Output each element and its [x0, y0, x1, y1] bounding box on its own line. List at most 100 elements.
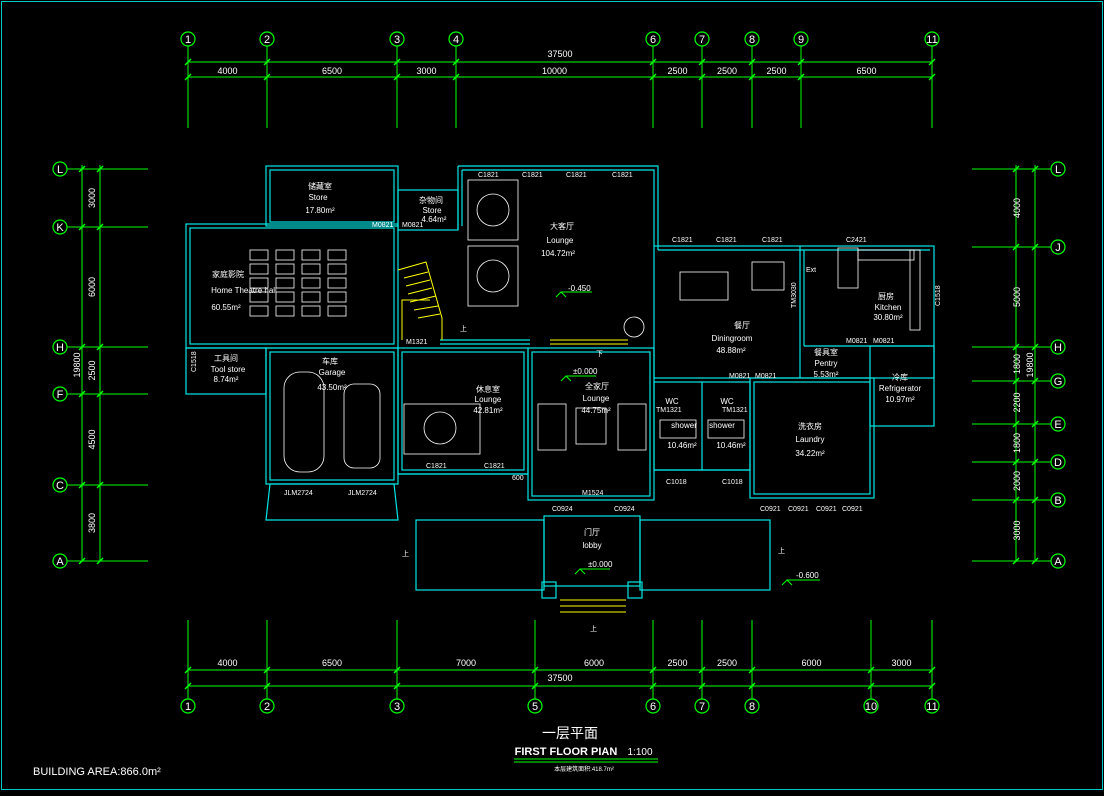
dim-top-seg-7: 6500 — [856, 66, 876, 76]
tag-c0924-b: C0924 — [614, 506, 635, 513]
svg-text:B: B — [1054, 495, 1061, 507]
theatre-en: Home Theatre hall — [211, 286, 277, 295]
svg-text:6: 6 — [650, 701, 656, 713]
tag-m1524: M1524 — [582, 490, 604, 497]
laundry-area: 34.22m² — [795, 449, 825, 458]
svg-text:A: A — [1054, 556, 1062, 568]
svg-text:1: 1 — [185, 701, 191, 713]
tag-c0921-a: C0921 — [760, 506, 781, 513]
tag-c1821-a: C1821 — [478, 172, 499, 179]
dim-right-seg-2: 1800 — [1012, 354, 1022, 374]
tag-c0924-a: C0924 — [552, 506, 573, 513]
family-cn: 全家厅 — [585, 381, 609, 391]
tag-c2421: C2421 — [846, 237, 867, 244]
refrig-area: 10.97m² — [885, 395, 915, 404]
svg-text:6: 6 — [650, 34, 656, 46]
grid-bubble-right-G: G — [1050, 373, 1066, 389]
tag-tm1321-b: TM1321 — [722, 407, 748, 414]
tag-m0821-b: M0821 — [402, 222, 424, 229]
store1-en: Store — [308, 193, 328, 202]
leisure-area: 42.81m² — [473, 406, 503, 415]
dim-right-seg-4: 1800 — [1012, 433, 1022, 453]
level-marks: -0.450 ±0.000 ±0.000 -0.600 — [568, 284, 819, 580]
svg-text:3: 3 — [394, 701, 400, 713]
grid-bubble-bottom-6: 6 — [645, 698, 661, 714]
dim-left-total: 19800 — [72, 352, 82, 377]
svg-text:J: J — [1055, 242, 1061, 254]
svg-text:11: 11 — [926, 34, 937, 46]
dim-left-seg-0: 3000 — [87, 188, 97, 208]
wc1-label: WC — [665, 397, 679, 406]
title-scale: 1:100 — [627, 747, 652, 758]
kitchen-en: Kitchen — [875, 303, 902, 312]
grid-bubble-bottom-7: 7 — [694, 698, 710, 714]
grid-bubble-top-8: 8 — [744, 31, 760, 47]
tag-c1821-f: C1821 — [716, 237, 737, 244]
wc1-area: 10.46m² — [667, 441, 697, 450]
leisure-cn: 休息室 — [476, 384, 500, 394]
title-block: 一层平面 FIRST FLOOR PIAN 1:100 本层建筑面积:418.7… — [33, 725, 658, 778]
grid-bubble-bottom-5: 5 — [527, 698, 543, 714]
grid-bubble-right-J: J — [1050, 239, 1066, 255]
tag-m0821-c: M0821 — [846, 338, 868, 345]
grid-bubble-top-3: 3 — [389, 31, 405, 47]
dim-bottom-seg-5: 2500 — [717, 658, 737, 668]
kitchen-cn: 厨房 — [878, 291, 894, 301]
wc2-area: 10.46m² — [716, 441, 746, 450]
dim-top-seg-6: 2500 — [766, 66, 786, 76]
stairs — [397, 261, 628, 613]
store1-area: 17.80m² — [305, 206, 335, 215]
store2-area: 4.64m² — [422, 215, 447, 224]
tag-c1821-d: C1821 — [612, 172, 633, 179]
dim-right-seg-5: 2000 — [1012, 471, 1022, 491]
tag-c1518: C1518 — [191, 351, 198, 372]
tool-area: 8.74m² — [214, 375, 239, 384]
theatre-seat — [249, 263, 269, 275]
dim-right-total: 19800 — [1025, 352, 1035, 377]
theatre-seat — [249, 291, 269, 303]
svg-text:8: 8 — [749, 701, 755, 713]
wc2-shower: shower — [709, 421, 735, 430]
kitchen-area: 30.80m² — [873, 313, 903, 322]
grid-bubble-right-E: E — [1050, 416, 1066, 432]
svg-text:1: 1 — [185, 34, 191, 46]
svg-text:C: C — [56, 480, 64, 492]
theatre-area: 60.55m² — [211, 303, 241, 312]
theatre-seat — [301, 305, 321, 317]
svg-text:F: F — [57, 389, 64, 401]
svg-text:5: 5 — [532, 701, 538, 713]
tag-c1518-b: C1518 — [935, 285, 942, 306]
pantry-area: 5.53m² — [814, 370, 839, 379]
leisure-en: Lounge — [475, 395, 502, 404]
theatre-seat — [301, 249, 321, 261]
dim-left-seg-4: 3800 — [87, 513, 97, 533]
wc2-label: WC — [720, 397, 734, 406]
theatre-seat — [301, 277, 321, 289]
dim-bottom-total: 37500 — [547, 673, 572, 683]
family-area: 44.75m² — [581, 406, 611, 415]
tag-ext: Ext — [806, 267, 816, 274]
furniture — [249, 179, 921, 473]
theatre-seat — [275, 263, 295, 275]
dining-area: 48.88m² — [716, 346, 746, 355]
pantry-cn: 餐具室 — [814, 347, 838, 357]
dim-bottom-seg-0: 4000 — [217, 658, 237, 668]
refrig-cn: 冷库 — [892, 372, 908, 382]
grid-bubble-right-A: A — [1050, 553, 1066, 569]
grid-bubble-top-1: 1 — [180, 31, 196, 47]
dim-right-seg-1: 5000 — [1012, 287, 1022, 307]
grid-bubble-top-6: 6 — [645, 31, 661, 47]
tag-jlm-a: JLM2724 — [284, 490, 313, 497]
garage-area: 43.50m² — [317, 383, 347, 392]
svg-text:9: 9 — [798, 34, 804, 46]
refrig-en: Refrigerator — [879, 384, 922, 393]
pantry-en: Pentry — [814, 359, 837, 368]
dining-en: Diningroom — [712, 334, 753, 343]
svg-text:4: 4 — [453, 34, 459, 46]
tag-dim600: 600 — [512, 475, 524, 482]
svg-text:10: 10 — [865, 701, 877, 713]
lobby-cn: 门厅 — [584, 527, 600, 537]
family-en: Lounge — [583, 394, 610, 403]
grid-bubble-top-2: 2 — [259, 31, 275, 47]
tag-c0921-c: C0921 — [816, 506, 837, 513]
